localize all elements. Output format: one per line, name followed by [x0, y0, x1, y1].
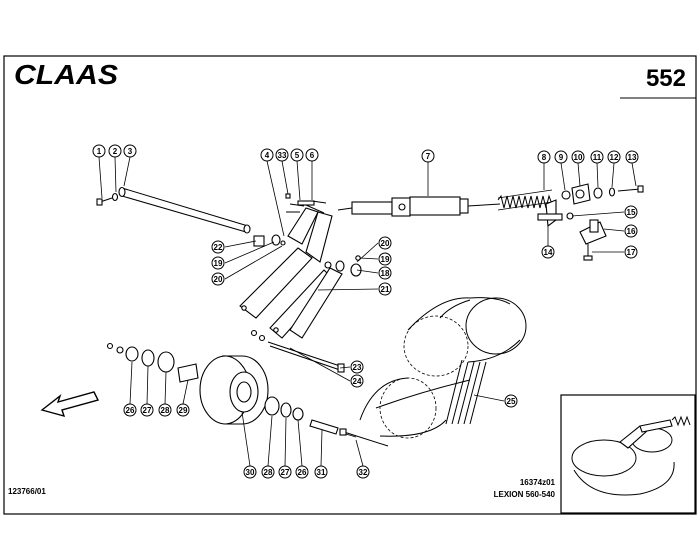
claas-logo: CLAAS: [14, 59, 118, 90]
callout-18: 18: [378, 266, 392, 280]
callout-2: 2: [108, 144, 122, 158]
callout-17: 17: [624, 245, 638, 259]
callout-12: 12: [607, 150, 621, 164]
svg-text:26: 26: [126, 406, 135, 415]
callout-28-right: 28: [261, 465, 275, 479]
svg-text:11: 11: [593, 153, 602, 162]
small-parts-drawing: [253, 193, 362, 277]
svg-text:30: 30: [246, 468, 255, 477]
callout-1: 1: [92, 144, 106, 158]
callout-27-left: 27: [140, 403, 154, 417]
direction-arrow-icon: [40, 391, 100, 418]
callout-26-right: 26: [295, 465, 309, 479]
callout-4: 4: [260, 148, 274, 162]
drawing-reference: 16374z01: [520, 478, 556, 487]
callout-20-right: 20: [378, 236, 392, 250]
callout-7: 7: [421, 149, 435, 163]
svg-text:23: 23: [353, 363, 362, 372]
roller-drawing: [106, 342, 389, 447]
svg-text:20: 20: [381, 239, 390, 248]
callout-25: 25: [504, 394, 518, 408]
svg-text:1: 1: [97, 147, 102, 156]
svg-text:19: 19: [214, 259, 223, 268]
bracket-parts-drawing: [537, 183, 644, 261]
svg-text:27: 27: [281, 468, 290, 477]
svg-text:8: 8: [542, 153, 547, 162]
long-bolt-drawing: [250, 329, 345, 373]
svg-text:29: 29: [179, 406, 188, 415]
callout-3: 3: [123, 144, 137, 158]
callout-29: 29: [176, 403, 190, 417]
svg-text:16: 16: [627, 227, 636, 236]
svg-text:21: 21: [381, 285, 390, 294]
callout-32: 32: [356, 465, 370, 479]
svg-text:14: 14: [544, 248, 553, 257]
left-reference: 123766/01: [8, 487, 46, 496]
callout-15: 15: [624, 205, 638, 219]
svg-text:24: 24: [353, 377, 362, 386]
svg-text:3: 3: [128, 147, 133, 156]
brand-logo: CLAAS: [14, 59, 118, 90]
linkage-arm-drawing: [239, 204, 343, 339]
spring-drawing: [497, 189, 553, 211]
callout-10: 10: [571, 150, 585, 164]
svg-text:33: 33: [278, 151, 287, 160]
callout-28-left: 28: [158, 403, 172, 417]
svg-text:12: 12: [610, 153, 619, 162]
svg-text:27: 27: [143, 406, 152, 415]
svg-text:4: 4: [265, 151, 270, 160]
belt-drawing: [359, 297, 527, 439]
svg-text:28: 28: [161, 406, 170, 415]
svg-text:10: 10: [574, 153, 583, 162]
svg-text:5: 5: [295, 151, 300, 160]
svg-text:6: 6: [310, 151, 315, 160]
callout-20-left: 20: [211, 272, 225, 286]
svg-text:20: 20: [214, 275, 223, 284]
diagram-frame: [3, 55, 697, 515]
callout-8: 8: [537, 150, 551, 164]
svg-text:18: 18: [381, 269, 390, 278]
svg-text:26: 26: [298, 468, 307, 477]
callout-23: 23: [350, 360, 364, 374]
callout-19-left: 19: [211, 256, 225, 270]
callout-14: 14: [541, 245, 555, 259]
svg-text:9: 9: [559, 153, 564, 162]
inset-detail: [560, 394, 696, 514]
svg-text:15: 15: [627, 208, 636, 217]
callout-21: 21: [378, 282, 392, 296]
svg-text:25: 25: [507, 397, 516, 406]
leader-lines: [98, 156, 637, 467]
long-rod-drawing: [96, 186, 251, 234]
callout-13: 13: [625, 150, 639, 164]
callout-5: 5: [290, 148, 304, 162]
svg-text:22: 22: [214, 243, 223, 252]
svg-text:13: 13: [628, 153, 637, 162]
svg-text:7: 7: [426, 152, 431, 161]
callout-9: 9: [554, 150, 568, 164]
svg-text:19: 19: [381, 255, 390, 264]
callout-16: 16: [624, 224, 638, 238]
svg-text:31: 31: [317, 468, 326, 477]
callout-30: 30: [243, 465, 257, 479]
model-reference: LEXION 560-540: [494, 490, 556, 499]
svg-text:28: 28: [264, 468, 273, 477]
svg-text:17: 17: [627, 248, 636, 257]
callout-24: 24: [350, 374, 364, 388]
callout-6: 6: [305, 148, 319, 162]
callout-31: 31: [314, 465, 328, 479]
callout-11: 11: [590, 150, 604, 164]
callout-26-left: 26: [123, 403, 137, 417]
callout-27-right: 27: [278, 465, 292, 479]
svg-text:2: 2: [113, 147, 118, 156]
callout-22: 22: [211, 240, 225, 254]
hydraulic-cylinder-drawing: [337, 196, 501, 217]
svg-text:32: 32: [359, 468, 368, 477]
page-number: 552: [646, 65, 686, 92]
callout-19-right: 19: [378, 252, 392, 266]
callout-33: 33: [275, 148, 289, 162]
